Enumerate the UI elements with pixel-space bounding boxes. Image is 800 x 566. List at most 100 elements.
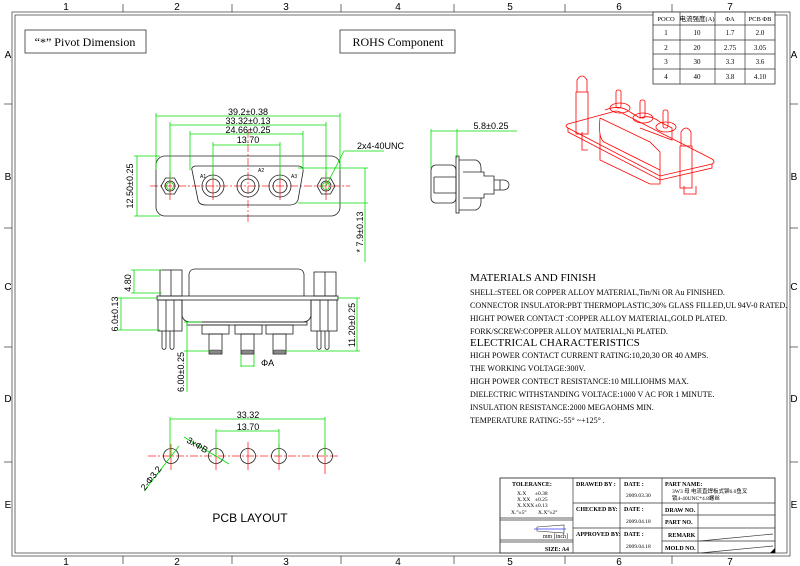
dim-flange-height: 12.50±0.25 — [125, 164, 135, 209]
draw-no-label: DRAW NO. — [665, 508, 696, 514]
electrical-line: THE WORKING VOLTAGE:300V. — [470, 364, 585, 373]
electrical-line: HIGH POWER CONTACT CURRENT RATING:10,20,… — [470, 351, 708, 360]
table-cell: 4 — [664, 73, 668, 81]
electrical-line: TEMPERATURE RATING:-55° ~+125° . — [470, 416, 605, 425]
col-label: 4 — [395, 557, 401, 566]
mold-no-label: MOLD NO. — [665, 546, 696, 552]
table-cell: 4.10 — [754, 73, 767, 81]
col-label: 6 — [616, 2, 622, 13]
row-label: D — [4, 394, 11, 405]
approved-by-label: APPROVED BY: — [576, 532, 621, 538]
table-cell: 3 — [664, 58, 668, 66]
col-label: 4 — [395, 2, 401, 13]
title-block: TOLERANCE: X.X ±0.38 X.XX ±0.25 X.XXX ±0… — [499, 477, 776, 554]
electrical-title: ELECTRICAL CHARACTERISTICS — [470, 337, 640, 349]
pivot-dimension-box — [24, 29, 147, 54]
table-header: 电流强度(A) — [679, 14, 714, 23]
pcb-mount-holes: 2-Φ3.2 — [139, 464, 164, 492]
materials-line: CONNECTOR INSULATOR:PBT THERMOPLASTIC,30… — [470, 301, 787, 310]
row-label: C — [790, 282, 797, 293]
remark-label: REMARK — [668, 533, 696, 539]
dim-shell-width: 24.66±0.25 — [226, 125, 271, 135]
materials-line: HIGHT POWER CONTACT :COPPER ALLOY MATERI… — [470, 314, 727, 323]
rohs-box — [339, 29, 456, 54]
projection-symbol — [536, 524, 565, 534]
materials-title: MATERIALS AND FINISH — [470, 272, 596, 284]
materials-line: FORK/SCREW:COPPER ALLOY MATERIAL,Ni PLAT… — [470, 327, 668, 336]
pcb-layout: 33.32 13.70 3xΦB 2-Φ3.2 PCB LAYOUT — [139, 410, 338, 525]
units-label: mm [inch] — [543, 534, 568, 540]
screw-spec-label: 2x4-40UNC — [357, 141, 405, 151]
tol-x: X.X — [517, 491, 526, 497]
dim-phi-a: ΦA — [261, 358, 274, 368]
checked-by-label: CHECKED BY: — [576, 507, 618, 513]
size-label: SIZE: A4 — [545, 547, 569, 553]
row-label: E — [5, 500, 12, 511]
notes: MATERIALS AND FINISH SHELL:STEEL OR COPP… — [470, 272, 787, 425]
row-label: E — [791, 500, 798, 511]
iso-view — [565, 75, 715, 195]
outer-border — [11, 11, 791, 557]
table-cell: 1.7 — [726, 29, 735, 37]
date-checked: 2009.04.18 — [626, 519, 651, 525]
table-cell: 2 — [664, 44, 668, 52]
row-label: B — [5, 172, 12, 183]
dim-mount-spacing: 33.32±0.13 — [226, 116, 271, 126]
electrical-line: HIGH POWER CONTECT RESISTANCE:10 MILLIOH… — [470, 377, 689, 386]
col-label: 5 — [507, 557, 513, 566]
tol-angle-2: X.X°±2° — [538, 509, 558, 516]
column-ticks — [4, 4, 798, 564]
tol-xxx: X.XXX — [517, 503, 534, 509]
dim-pin-length: 6.00±0.25 — [176, 352, 186, 392]
dim-overall-width: 39.2±0.38 — [228, 107, 268, 117]
row-label: C — [4, 282, 11, 293]
table-cell: 3.3 — [726, 58, 735, 66]
electrical-line: INSULATION RESISTANCE:2000 MEGAOHMS MIN. — [470, 403, 654, 412]
col-label: 1 — [63, 2, 69, 13]
tol-xx-val: ±0.25 — [535, 497, 548, 503]
date-drawed: 2009.03.30 — [626, 493, 651, 499]
pcb-layout-title: PCB LAYOUT — [212, 511, 288, 525]
pivot-dimension-label: “*” Pivot Dimension — [35, 35, 136, 49]
dim-left-height: 6.0±0.13 — [110, 297, 120, 332]
col-label: 7 — [727, 557, 733, 566]
col-label: 3 — [283, 2, 289, 13]
col-label: 2 — [174, 557, 180, 566]
table-header: PCB ΦB — [749, 16, 773, 23]
dim-right-height: 11.20±0.25 — [347, 303, 357, 347]
date-label: DATE : — [624, 507, 644, 513]
table-cell: 3.05 — [754, 44, 767, 52]
dim-pivot-offset: * 7.9±0.13 — [355, 212, 365, 253]
pcb-holes-b: 3xΦB — [185, 435, 210, 455]
contact-mark: A3 — [291, 174, 297, 180]
row-label: B — [791, 172, 798, 183]
table-cell: 1 — [664, 29, 668, 37]
part-no-label: PART NO. — [665, 520, 693, 526]
drawed-by-label: DRAWED BY : — [576, 482, 616, 488]
col-label: 3 — [283, 557, 289, 566]
bottom-view: 4.80 6.0±0.13 11.20±0.25 6.00±0.25 ΦA — [110, 268, 360, 392]
inner-border — [14, 14, 788, 554]
contact-mark: A2 — [258, 168, 264, 174]
col-label: 7 — [727, 2, 733, 13]
col-label: 1 — [63, 557, 69, 566]
tol-xxx-val: ±0.13 — [535, 503, 548, 509]
table-cell: 40 — [694, 73, 702, 81]
table-header: ΦA — [725, 16, 735, 23]
col-label: 6 — [616, 557, 622, 566]
table-cell: 2.75 — [724, 44, 737, 52]
dim-screw-height: 4.80 — [123, 274, 133, 292]
tol-x-val: ±0.38 — [535, 491, 548, 497]
col-label: 2 — [174, 2, 180, 13]
date-label: DATE : — [624, 482, 644, 488]
contact-mark: A1 — [200, 174, 206, 180]
tolerance-title: TOLERANCE: — [512, 482, 552, 488]
table-header: POCO — [657, 16, 675, 23]
tol-xx: X.XX — [517, 497, 530, 503]
side-view: 5.8±0.25 — [430, 121, 517, 214]
row-label: A — [5, 50, 12, 61]
row-label: A — [791, 50, 798, 61]
date-label: DATE : — [624, 532, 644, 538]
date-approved: 2009.04.18 — [626, 544, 651, 550]
